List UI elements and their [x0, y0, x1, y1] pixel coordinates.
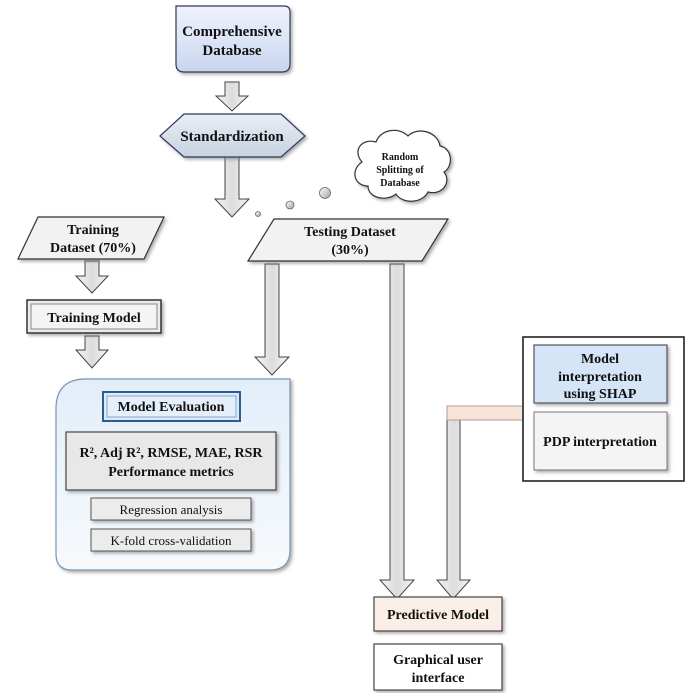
pdp-node [533, 411, 668, 471]
database-node [175, 5, 291, 73]
training-dataset-node [17, 216, 165, 260]
predictive-model-label: Predictive Model [387, 608, 489, 623]
shap-label-line2: interpretation [558, 370, 642, 385]
testing-dataset-node [246, 218, 450, 262]
gui-label-line2: interface [412, 671, 465, 686]
random-split-cloud [354, 129, 451, 202]
shap-label-line1: Model [581, 352, 619, 367]
kfold-node [90, 528, 252, 552]
training-dataset-label-line2: Dataset (70%) [50, 241, 136, 256]
standardization-label: Standardization [180, 129, 284, 145]
database-label-line2: Database [202, 43, 262, 59]
arrow-database-to-standardization [214, 81, 250, 112]
training-model-label: Training Model [47, 311, 141, 326]
gui-label-line1: Graphical user [393, 653, 483, 668]
database-label-line1: Comprehensive [182, 24, 282, 40]
predictive-model-node [373, 596, 503, 632]
arrow-training-dataset-to-model [74, 260, 110, 294]
arrow-standardization-to-split [213, 156, 251, 218]
thought-bubbles [255, 187, 331, 217]
regression-label: Regression analysis [120, 502, 223, 517]
training-model-node [26, 299, 162, 334]
shap-node [533, 344, 668, 404]
connector-interpretation [446, 405, 526, 421]
random-split-label-line1: Random [382, 152, 419, 163]
arrow-shap-to-predictive [435, 419, 472, 600]
training-dataset-label-line1: Training [67, 223, 119, 238]
kfold-label: K-fold cross-validation [111, 533, 232, 548]
gui-node [373, 643, 503, 691]
random-split-label-line3: Database [380, 178, 420, 189]
model-evaluation-label: Model Evaluation [118, 400, 225, 415]
metrics-node [65, 431, 277, 491]
metrics-label-line2: Performance metrics [108, 465, 234, 480]
arrow-testing-to-evaluation [253, 263, 291, 376]
random-split-label-line2: Splitting of [376, 165, 424, 176]
shap-label-line3: using SHAP [564, 387, 637, 402]
regression-node [90, 497, 252, 521]
metrics-label-line1: R², Adj R², RMSE, MAE, RSR [79, 446, 263, 461]
standardization-node [159, 113, 306, 158]
testing-dataset-label-line1: Testing Dataset [304, 225, 396, 240]
pdp-label: PDP interpretation [543, 435, 657, 450]
arrow-testing-to-predictive [378, 263, 416, 600]
testing-dataset-label-line2: (30%) [331, 243, 369, 258]
arrow-training-model-to-evaluation [74, 335, 110, 369]
model-evaluation-node [102, 391, 241, 422]
